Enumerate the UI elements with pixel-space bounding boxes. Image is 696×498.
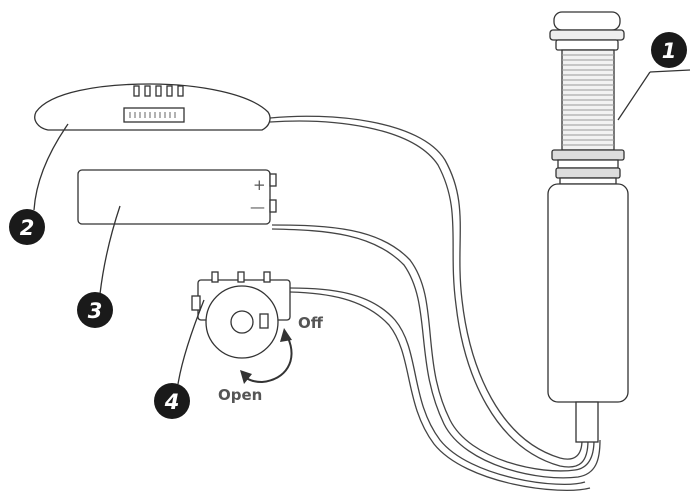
callout-2: 2	[9, 123, 69, 245]
controller-wire	[269, 115, 583, 460]
callout-4-badge	[154, 383, 190, 419]
controller-vents	[133, 85, 184, 97]
lock-nut	[551, 149, 625, 161]
callout-3-number: 3	[88, 299, 103, 323]
callout-1-badge	[651, 32, 687, 68]
callout-3-badge	[77, 292, 113, 328]
terminal-strip	[123, 107, 185, 123]
open-label: Open	[218, 386, 262, 404]
callout-1-number: 1	[662, 39, 677, 63]
battery-plus-sign: +	[253, 176, 266, 194]
battery-minus-sign: —	[250, 198, 265, 216]
controller-unit	[34, 83, 271, 131]
button-cap	[553, 11, 621, 31]
callout-4: 4	[154, 299, 205, 419]
controller-body	[34, 83, 271, 131]
button-housing	[547, 183, 629, 403]
callout-4-number: 4	[164, 390, 180, 414]
battery-wire	[271, 224, 595, 472]
battery-wire-2	[271, 228, 601, 479]
switch-indicator	[259, 313, 269, 329]
callout-3: 3	[77, 205, 121, 328]
callout-2-number: 2	[20, 216, 35, 240]
off-label: Off	[298, 314, 324, 332]
switch-wire	[289, 287, 586, 485]
air-switch-button	[547, 11, 629, 443]
battery-box	[77, 169, 277, 225]
callout-1: 1	[617, 32, 691, 121]
arrow-head-up	[280, 328, 292, 342]
battery-body	[77, 169, 271, 225]
thread-lines	[562, 54, 614, 146]
switch-knob	[230, 310, 254, 334]
callout-2-badge	[9, 209, 45, 245]
controller-wire-2	[269, 120, 589, 468]
air-tube-outlet	[575, 401, 599, 443]
rotary-switch	[191, 271, 291, 359]
rotation-arrow	[240, 328, 293, 384]
wires	[269, 115, 601, 491]
arrow-head-left	[240, 370, 252, 384]
switch-wire-2	[289, 291, 591, 491]
